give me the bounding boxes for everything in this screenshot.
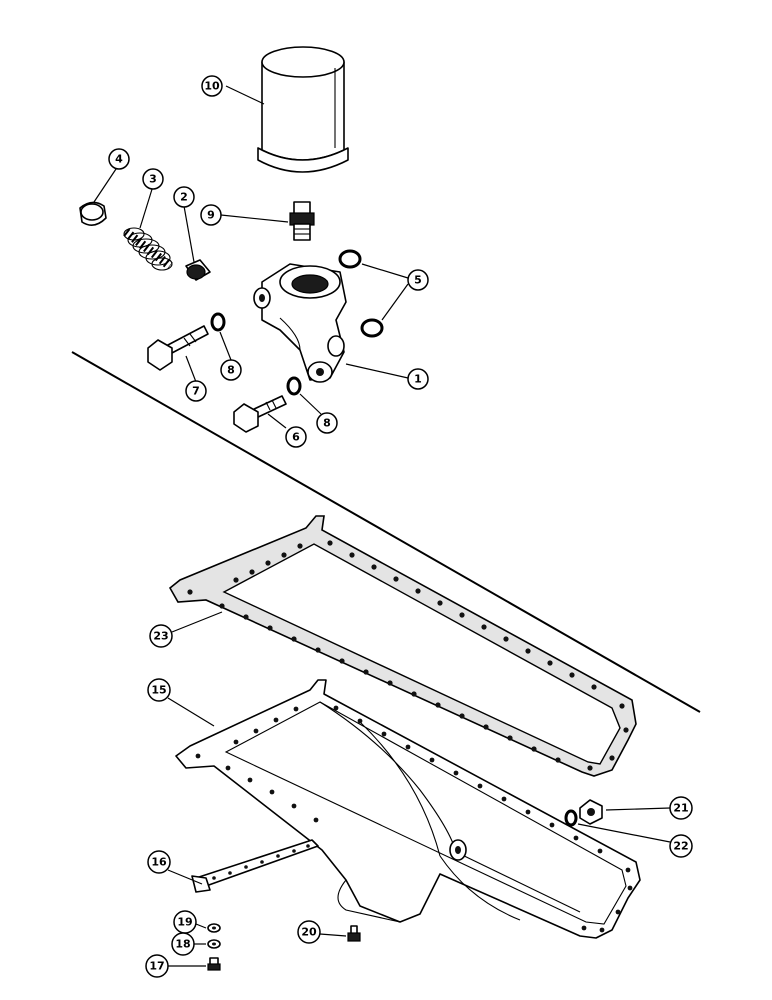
callout-22: 22 — [669, 834, 693, 858]
callout-label-9: 9 — [207, 209, 215, 222]
callout-label-21: 21 — [673, 802, 688, 815]
oil-pan — [175, 679, 641, 939]
callout-label-16: 16 — [151, 856, 167, 869]
oil-filter-cartridge — [257, 46, 349, 173]
callout-17: 17 — [145, 954, 169, 978]
callout-label-20: 20 — [301, 926, 317, 939]
drain-plug-21 — [579, 799, 603, 825]
callout-3: 3 — [142, 168, 164, 190]
callout-7: 7 — [185, 380, 207, 402]
callout-label-5: 5 — [414, 274, 422, 287]
callout-18: 18 — [171, 932, 195, 956]
callout-label-23: 23 — [153, 630, 168, 643]
lock-washer-upper — [210, 312, 226, 332]
callout-label-7: 7 — [192, 385, 200, 398]
callout-5: 5 — [407, 269, 429, 291]
callout-label-3: 3 — [149, 173, 157, 186]
o-ring-upper — [338, 249, 362, 269]
relief-valve-spring — [123, 227, 173, 271]
callout-label-22: 22 — [673, 840, 688, 853]
filter-adapter-housing — [253, 263, 347, 383]
callout-1: 1 — [407, 368, 429, 390]
callout-16: 16 — [147, 850, 171, 874]
section-divider-line — [71, 351, 701, 713]
leader-lines — [93, 85, 671, 967]
callout-label-2: 2 — [180, 191, 188, 204]
long-bolt — [147, 325, 209, 371]
pan-bolt-holes — [195, 705, 633, 933]
callout-10: 10 — [201, 75, 223, 97]
callout-21: 21 — [669, 796, 693, 820]
callout-label-10: 10 — [204, 80, 220, 93]
threaded-nipple — [289, 201, 315, 241]
hex-nut-17 — [207, 957, 221, 971]
plug-cap — [79, 201, 107, 226]
callout-4: 4 — [108, 148, 130, 170]
short-bolt — [233, 395, 287, 433]
callout-19: 19 — [173, 910, 197, 934]
callout-label-15: 15 — [151, 684, 166, 697]
callout-label-8-lower: 8 — [323, 417, 331, 430]
callout-23: 23 — [149, 624, 173, 648]
cap-screw-20 — [347, 925, 361, 942]
callout-9: 9 — [200, 204, 222, 226]
o-ring-lower — [360, 318, 384, 338]
lock-washer-lower — [286, 376, 302, 396]
oil-pan-gasket — [168, 515, 637, 777]
lock-washer-19 — [207, 923, 221, 933]
callout-8-upper: 8 — [220, 359, 242, 381]
flat-washer-18 — [207, 939, 221, 949]
drain-plug-washer-22 — [564, 809, 578, 827]
callout-label-6: 6 — [292, 431, 300, 444]
callout-2: 2 — [173, 186, 195, 208]
callout-label-4: 4 — [115, 153, 123, 166]
callout-6: 6 — [285, 426, 307, 448]
callout-15: 15 — [147, 678, 171, 702]
gasket-bolt-holes — [187, 540, 629, 771]
callout-8-lower: 8 — [316, 412, 338, 434]
callout-label-1: 1 — [414, 373, 422, 386]
valve-sleeve — [185, 259, 211, 281]
pan-gasket-strip — [191, 839, 319, 893]
callout-label-19: 19 — [177, 916, 192, 929]
callout-label-18: 18 — [175, 938, 190, 951]
callout-label-8-upper: 8 — [227, 364, 235, 377]
callout-20: 20 — [297, 920, 321, 944]
callout-label-17: 17 — [149, 960, 164, 973]
